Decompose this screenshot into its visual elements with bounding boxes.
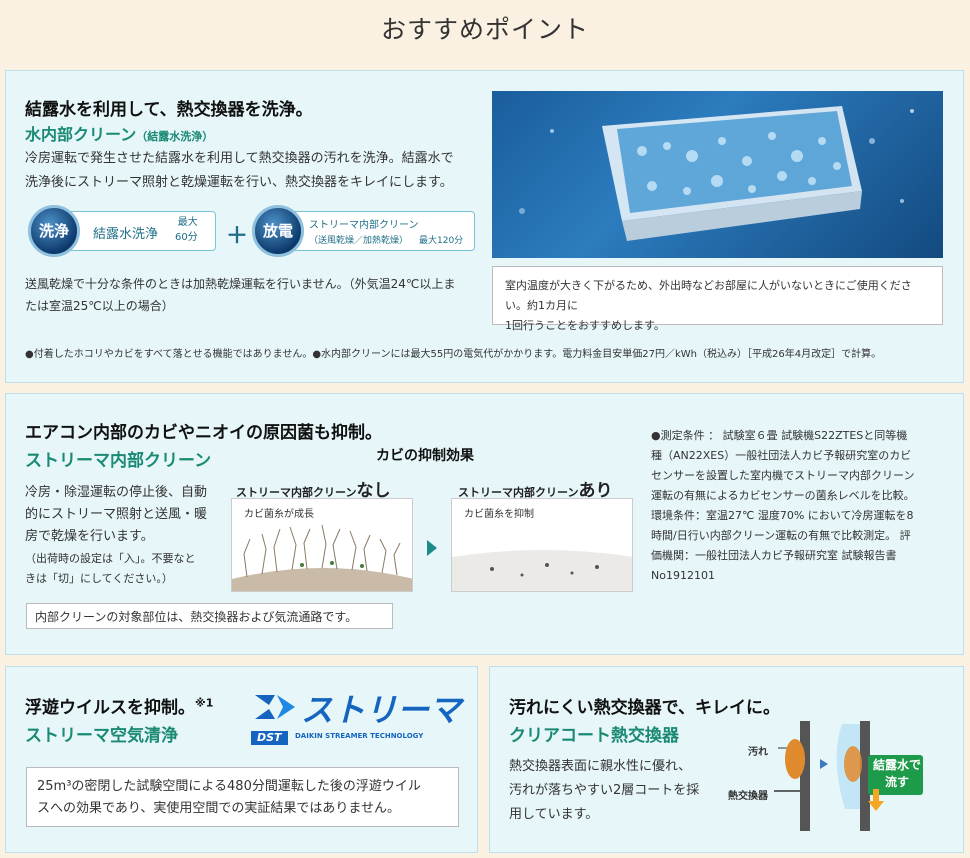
panel4-body-line: 用しています。 bbox=[509, 807, 599, 822]
left-culture-label: ストリーマ内部クリーンなし bbox=[236, 476, 390, 501]
streamer-logo-text: ストリーマ bbox=[301, 691, 462, 729]
clear-coat-illustration bbox=[774, 721, 923, 831]
step-discharge-label2: （送風乾燥／加熱乾燥） bbox=[309, 236, 409, 246]
panel4-body-line: 汚れが落ちやすい2層コートを採 bbox=[509, 783, 700, 798]
step-discharge-time: 最大120分 bbox=[419, 236, 464, 246]
panel1-side-note-line: 1回行うことをおすすめします。 bbox=[505, 319, 665, 332]
panel2-paren-line: （出荷時の設定は「入」。不要なと bbox=[25, 552, 196, 565]
panel1-heading: 結露水を利用して、熱交換器を洗浄。 bbox=[25, 100, 313, 120]
comparison-arrow-icon bbox=[427, 540, 437, 556]
step-wash-time: 最大 60分 bbox=[175, 215, 198, 245]
step-wash-time-top: 最大 bbox=[177, 217, 198, 228]
panel3-note: 25m³の密閉した試験空間による480分間運転した後の浮遊ウイル スへの効果であ… bbox=[26, 767, 459, 827]
logo-tagline: DAIKIN STREAMER TECHNOLOGY bbox=[295, 732, 424, 740]
conditions-line: 環境条件：室温27℃ 湿度70% において冷房運転を8 bbox=[651, 509, 914, 522]
right-culture-label-big: あり bbox=[578, 481, 613, 501]
logo-dst-badge: DST bbox=[251, 731, 288, 745]
streamer-logo-mark-icon bbox=[255, 695, 295, 719]
panel1-body-line: 洗浄後にストリーマ照射と乾燥運転を行い、熱交換器をキレイにします。 bbox=[25, 175, 453, 190]
right-culture-label: ストリーマ内部クリーンあり bbox=[458, 476, 612, 501]
panel3-subtitle: ストリーマ空気清浄 bbox=[25, 726, 178, 746]
panel4-subtitle: クリアコート熱交換器 bbox=[509, 726, 679, 746]
wash-badge: 洗浄 bbox=[28, 205, 80, 257]
panel3-heading-mark: ※1 bbox=[195, 696, 214, 710]
air-conditioner-photo bbox=[492, 91, 943, 258]
step-wash-time-bottom: 60分 bbox=[175, 232, 198, 243]
conditions-line: 価機関：一般社団法人カビ予報研究室 試験報告書 bbox=[651, 549, 897, 562]
panel4-body-line: 熱交換器表面に親水性に優れ、 bbox=[509, 759, 692, 774]
panel2-paren-line: きは「切」にしてください。） bbox=[25, 572, 173, 585]
panel2-heading: エアコン内部のカビやニオイの原因菌も抑制。 bbox=[25, 423, 382, 443]
panel1-body: 冷房運転で発生させた結露水を利用して熱交換器の汚れを洗浄。結露水で 洗浄後にスト… bbox=[25, 147, 475, 195]
conditions-line: センサーを設置した室内機でストリーマ内部クリーン bbox=[651, 469, 915, 482]
panel-streamer-air-purify: 浮遊ウイルスを抑制。※1 ストリーマ空気清浄 ストリーマ DST DAIKIN … bbox=[5, 666, 478, 853]
dirt-label: 汚れ bbox=[748, 747, 768, 758]
panel-clear-coat-exchanger: 汚れにくい熱交換器で、キレイに。 クリアコート熱交換器 熱交換器表面に親水性に優… bbox=[489, 666, 964, 853]
mold-growth-illustration bbox=[232, 524, 412, 591]
plus-icon: ＋ bbox=[226, 224, 249, 249]
conditions-line: 運転の有無によるカビセンサーの菌糸レベルを比較。 bbox=[651, 489, 915, 502]
panel2-body-line: 的にストリーマ照射と送風・暖 bbox=[25, 507, 208, 522]
panel4-body: 熱交換器表面に親水性に優れ、 汚れが落ちやすい2層コートを採 用しています。 bbox=[509, 755, 724, 827]
panel3-note-line: スへの効果であり、実使用空間での実証結果ではありません。 bbox=[37, 801, 400, 816]
discharge-badge: 放電 bbox=[252, 205, 304, 257]
air-conditioner-illustration bbox=[519, 106, 914, 241]
left-culture-caption: カビ菌糸が成長 bbox=[244, 509, 314, 520]
step-discharge-box: ストリーマ内部クリーン （送風乾燥／加熱乾燥） 最大120分 bbox=[268, 211, 475, 251]
left-culture-label-small: ストリーマ内部クリーン bbox=[236, 486, 357, 499]
target-note: 内部クリーンの対象部位は、熱交換器および気流通路です。 bbox=[26, 603, 393, 629]
right-culture-image: カビ菌糸を抑制 bbox=[451, 498, 633, 592]
panel1-condition-line: 送風乾燥で十分な条件のときは加熱乾燥運転を行いません。（外気温24℃以上ま bbox=[25, 277, 456, 291]
conditions-line: 種（AN22XES）一般社団法人カビ予報研究室のカビ bbox=[651, 449, 912, 462]
panel1-condition: 送風乾燥で十分な条件のときは加熱乾燥運転を行いません。（外気温24℃以上ま たは… bbox=[25, 273, 485, 317]
panel1-condition-line: たは室温25℃以上の場合） bbox=[25, 299, 174, 313]
panel2-body: 冷房・除湿運転の停止後、自動 的にストリーマ照射と送風・暖 房で乾燥を行います。 bbox=[25, 482, 225, 548]
exchanger-label: 熱交換器 bbox=[728, 791, 768, 802]
right-culture-caption: カビ菌糸を抑制 bbox=[464, 509, 534, 520]
mold-chart-title: カビの抑制効果 bbox=[376, 448, 474, 464]
panel2-body-line: 房で乾燥を行います。 bbox=[25, 529, 154, 544]
panel1-side-note-line: 室内温度が大きく下がるため、外出時などお部屋に人がいないときにご使用ください。約… bbox=[505, 279, 912, 312]
panel1-side-note: 室内温度が大きく下がるため、外出時などお部屋に人がいないときにご使用ください。約… bbox=[492, 266, 943, 332]
panel3-heading: 浮遊ウイルスを抑制。※1 bbox=[25, 693, 213, 718]
panel2-subtitle: ストリーマ内部クリーン bbox=[25, 451, 212, 471]
panel2-paren: （出荷時の設定は「入」。不要なと きは「切」にしてください。） bbox=[25, 549, 225, 589]
panel2-body-line: 冷房・除湿運転の停止後、自動 bbox=[25, 485, 208, 500]
panel4-heading: 汚れにくい熱交換器で、キレイに。 bbox=[509, 698, 780, 718]
flow-label: 結露水で 流す bbox=[870, 757, 924, 791]
left-culture-image: カビ菌糸が成長 bbox=[231, 498, 413, 592]
conditions-line: ●測定条件 ： 試験室６畳 試験機S22ZTESと同等機 bbox=[651, 429, 908, 442]
conditions-line: No1912101 bbox=[651, 569, 715, 582]
measurement-conditions: ●測定条件 ： 試験室６畳 試験機S22ZTESと同等機 種（AN22XES）一… bbox=[651, 426, 951, 586]
panel3-note-line: 25m³の密閉した試験空間による480分間運転した後の浮遊ウイル bbox=[37, 779, 421, 794]
flow-label-line: 結露水で bbox=[872, 758, 921, 772]
step-wash-label: 結露水洗浄 bbox=[93, 227, 159, 242]
page-title: おすすめポイント bbox=[380, 15, 589, 44]
panel1-subtitle: 水内部クリーン（結露水洗浄） bbox=[25, 125, 214, 144]
mold-suppressed-illustration bbox=[452, 550, 632, 591]
right-culture-label-small: ストリーマ内部クリーン bbox=[458, 486, 579, 499]
panel1-subtitle-note: （結露水洗浄） bbox=[136, 130, 214, 143]
panel-water-internal-clean: 結露水を利用して、熱交換器を洗浄。 水内部クリーン（結露水洗浄） 冷房運転で発生… bbox=[5, 70, 964, 383]
step-discharge-label: ストリーマ内部クリーン bbox=[309, 220, 419, 231]
panel-streamer-internal-clean: エアコン内部のカビやニオイの原因菌も抑制。 ストリーマ内部クリーン 冷房・除湿運… bbox=[5, 393, 964, 655]
flow-label-line: 流す bbox=[884, 775, 909, 789]
panel1-footnote: ●付着したホコリやカビをすべて落とせる機能ではありません。●水内部クリーンには最… bbox=[25, 349, 882, 360]
panel1-body-line: 冷房運転で発生させた結露水を利用して熱交換器の汚れを洗浄。結露水で bbox=[25, 151, 454, 166]
left-culture-label-big: なし bbox=[356, 481, 391, 501]
streamer-logo: ストリーマ DST DAIKIN STREAMER TECHNOLOGY bbox=[251, 687, 461, 749]
conditions-line: 時間/日行い内部クリーン運転の有無で比較測定。 評 bbox=[651, 529, 911, 542]
panel3-heading-text: 浮遊ウイルスを抑制。 bbox=[25, 698, 195, 718]
